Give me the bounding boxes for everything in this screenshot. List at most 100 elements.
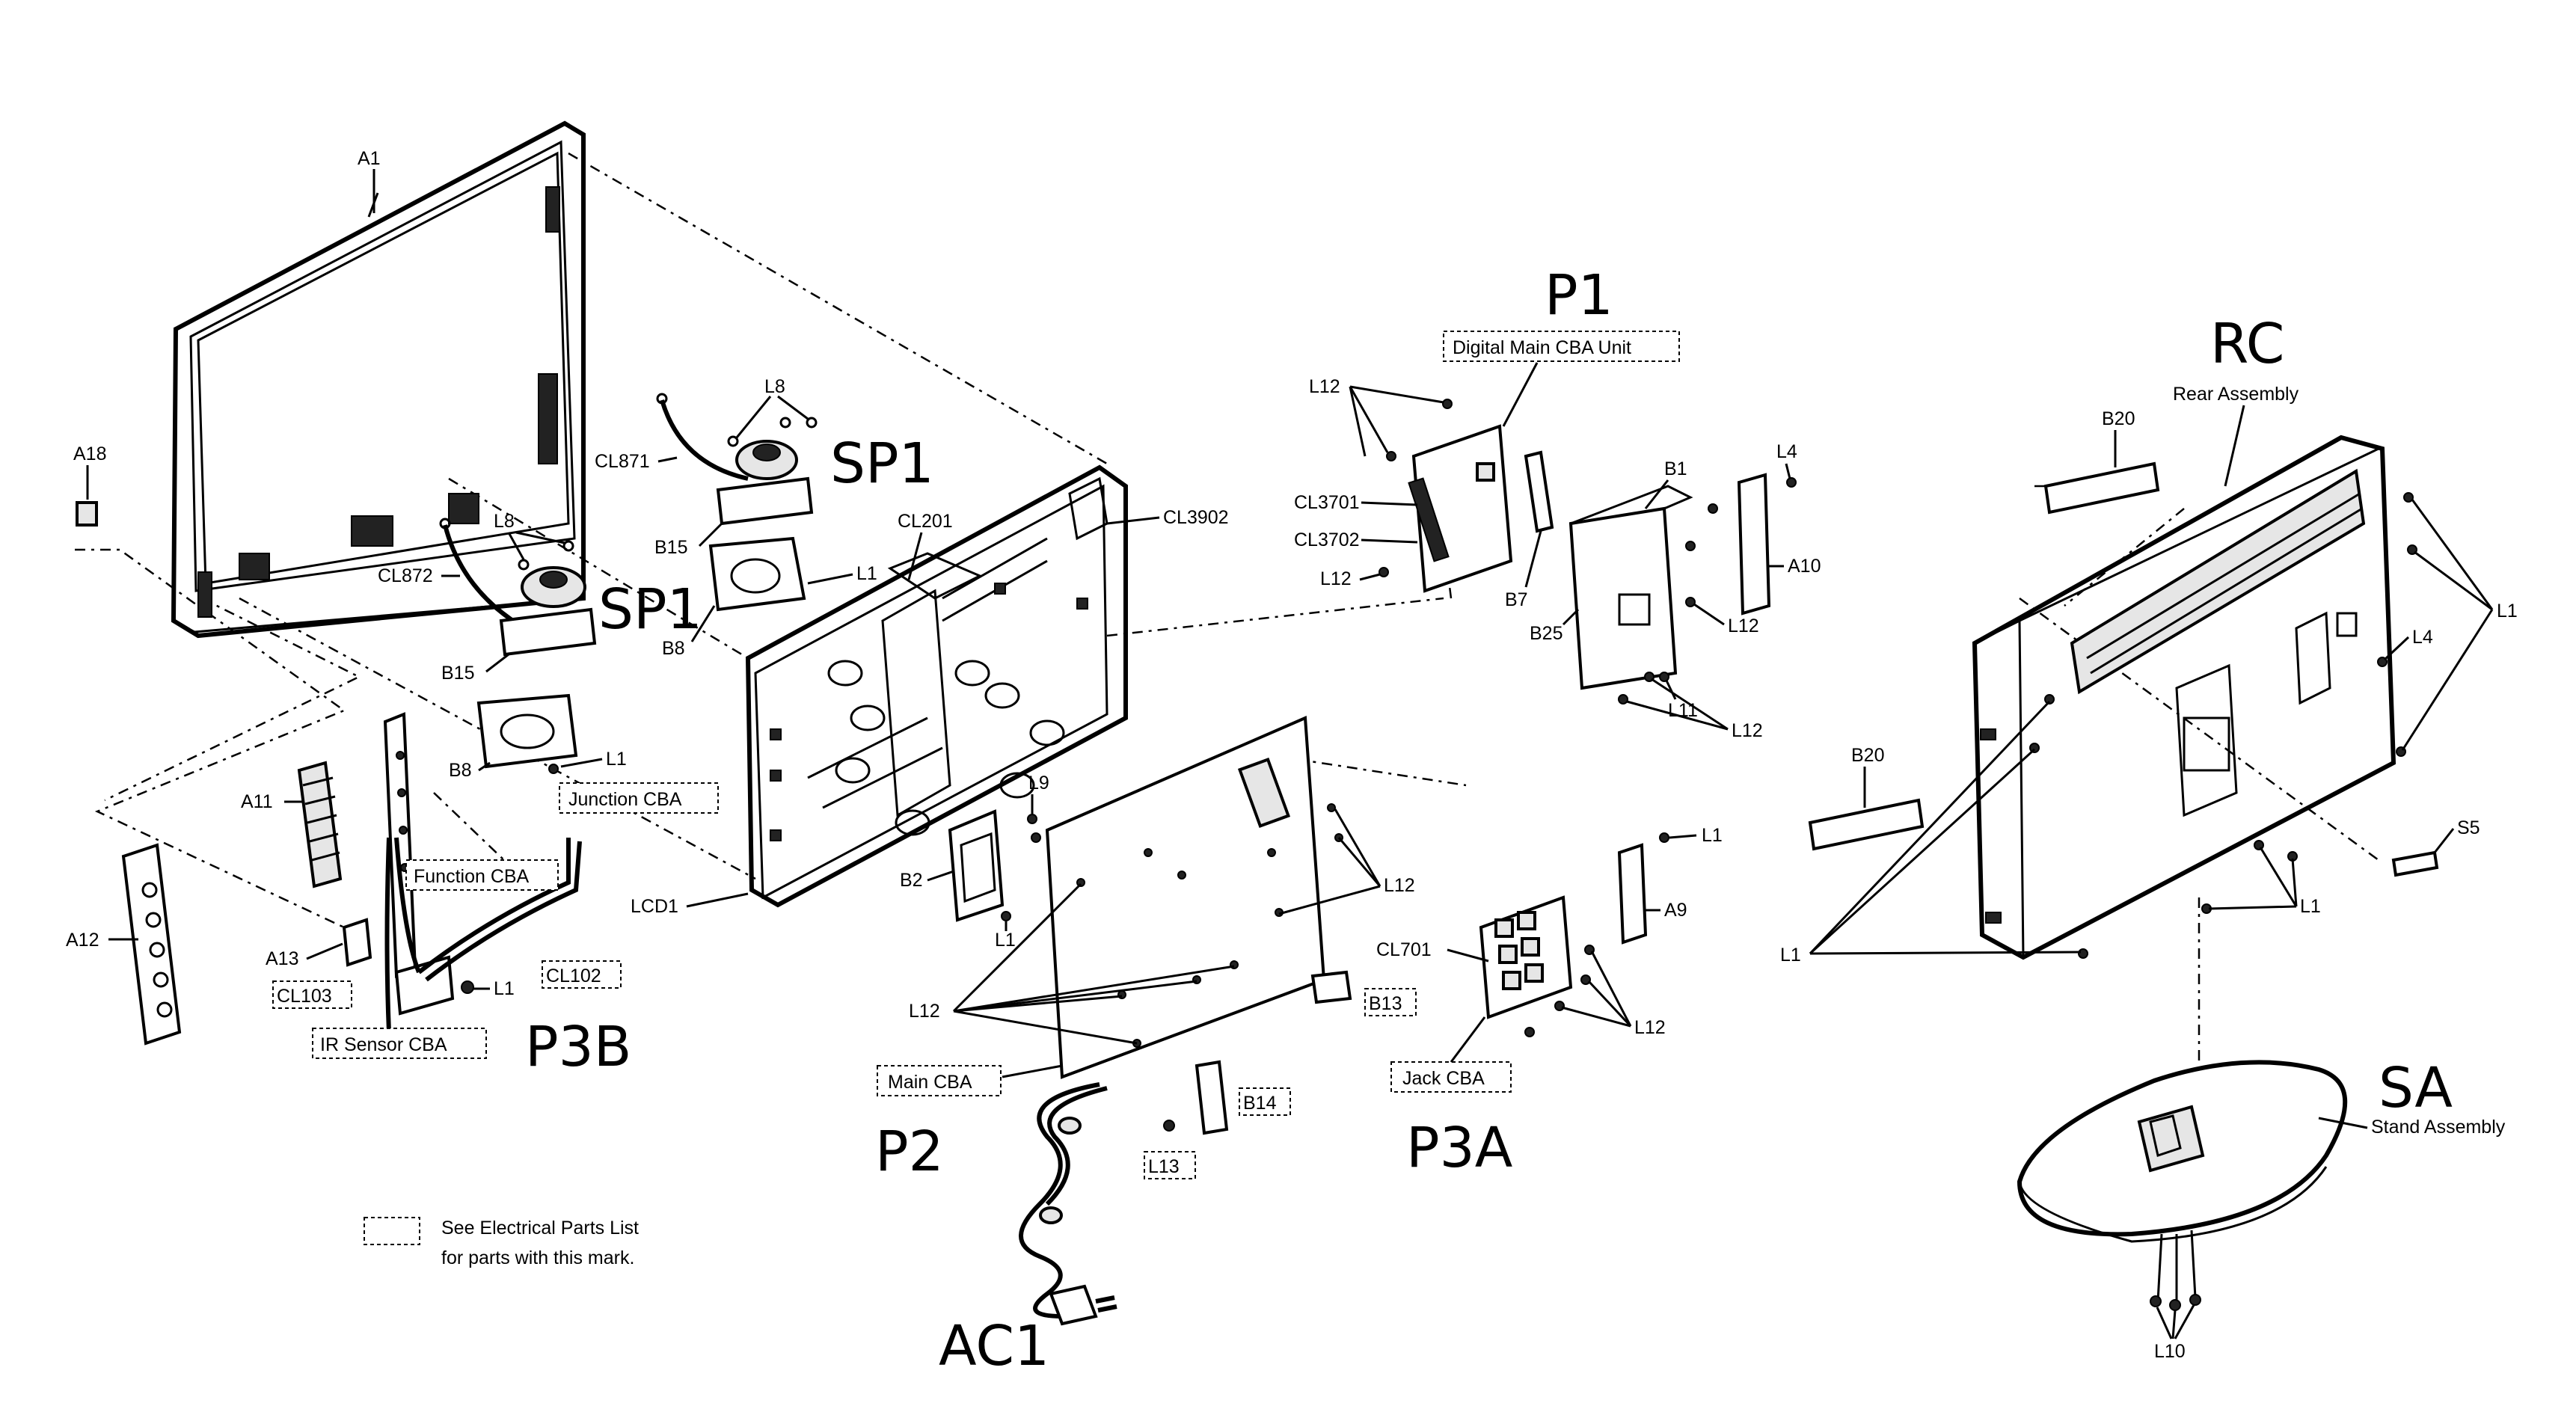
rear-assembly <box>1972 435 2417 960</box>
lcd-panel-lcd1 <box>745 464 1128 908</box>
label-cl871: CL871 <box>595 451 650 472</box>
handwritten-p3b: P3B <box>525 1015 631 1079</box>
label-lcd1: LCD1 <box>631 896 678 917</box>
main-cba-board <box>1045 716 1343 1079</box>
label-a13: A13 <box>266 948 298 969</box>
label-b8-bottom: B8 <box>449 760 472 781</box>
label-function-cba: Function CBA <box>414 866 530 887</box>
handwritten-sp1-top: SP1 <box>830 432 934 496</box>
label-cl3701: CL3701 <box>1294 492 1360 513</box>
label-b20-top: B20 <box>2102 408 2135 429</box>
stand-assembly <box>2017 1060 2348 1311</box>
label-l1-rear-right: L1 <box>2497 601 2518 621</box>
label-s5: S5 <box>2457 817 2480 838</box>
label-junction-cba: Junction CBA <box>568 789 682 810</box>
label-b14: B14 <box>1243 1093 1277 1114</box>
label-b20-left: B20 <box>1851 745 1884 766</box>
label-a11: A11 <box>241 791 273 812</box>
label-a18: A18 <box>73 443 106 464</box>
label-l8-top: L8 <box>764 376 785 397</box>
box-jack-cba <box>1390 1061 1512 1093</box>
label-l4-rear: L4 <box>2412 627 2433 648</box>
function-cba-assembly <box>121 712 582 1046</box>
label-jack-cba: Jack CBA <box>1402 1068 1485 1089</box>
box-cl103 <box>272 980 352 1009</box>
label-b8-top: B8 <box>662 638 685 659</box>
label-main-cba: Main CBA <box>888 1072 972 1093</box>
label-l1-rear-bottom: L1 <box>2300 896 2321 917</box>
label-l1-speaker: L1 <box>856 563 877 584</box>
label-cl102: CL102 <box>546 966 601 986</box>
box-b13 <box>1364 988 1417 1016</box>
label-b15-top: B15 <box>654 537 687 558</box>
label-l12-p1-lower: L12 <box>1320 568 1352 589</box>
box-ir-sensor-cba <box>312 1028 487 1059</box>
label-l12-p1: L12 <box>1309 376 1340 397</box>
legend-note-line1: See Electrical Parts List <box>441 1218 639 1238</box>
label-b25: B25 <box>1530 623 1563 644</box>
ac-power-cord <box>1019 1082 1117 1326</box>
box-digital-main-cba <box>1443 331 1680 362</box>
part-b14 <box>1195 1060 1229 1135</box>
label-b1: B1 <box>1664 458 1687 479</box>
speaker-top-sp1 <box>656 393 818 612</box>
box-b14 <box>1239 1087 1291 1116</box>
handwritten-sa: SA <box>2379 1056 2453 1120</box>
label-cl201: CL201 <box>898 511 953 532</box>
handwritten-rc: RC <box>2210 312 2284 376</box>
label-b7: B7 <box>1505 589 1528 610</box>
label-cl701: CL701 <box>1376 939 1432 960</box>
label-l1-b2: L1 <box>995 930 1016 951</box>
handwritten-p2: P2 <box>875 1120 944 1184</box>
label-l9: L9 <box>1028 773 1049 794</box>
label-l12-main-right: L12 <box>1384 875 1415 896</box>
label-cl872: CL872 <box>378 565 433 586</box>
box-l13 <box>1144 1151 1196 1179</box>
label-a10: A10 <box>1788 556 1821 577</box>
speaker-bottom-sp1 <box>439 518 597 769</box>
handwritten-sp1-bottom: SP1 <box>598 577 702 642</box>
digital-main-cba-board <box>1379 399 1797 705</box>
box-junction-cba <box>559 782 719 814</box>
label-cl103: CL103 <box>277 986 332 1007</box>
part-a18 <box>76 501 98 527</box>
handwritten-p3a: P3A <box>1406 1116 1513 1180</box>
label-l1-below-sp: L1 <box>606 749 627 770</box>
label-b15-bottom: B15 <box>441 663 474 684</box>
legend-note-line2: for parts with this mark. <box>441 1247 634 1268</box>
label-l1-rear-left: L1 <box>1780 945 1801 966</box>
part-b20-left <box>1808 798 1925 851</box>
label-b2: B2 <box>900 870 923 891</box>
handwritten-ac1: AC1 <box>939 1314 1049 1378</box>
legend-dotted-box <box>364 1217 420 1245</box>
label-l12-jack: L12 <box>1634 1017 1666 1038</box>
label-l12-b1: L12 <box>1728 616 1759 636</box>
part-b13 <box>1310 970 1352 1004</box>
label-digital-main-cba: Digital Main CBA Unit <box>1453 337 1631 358</box>
handwritten-p1: P1 <box>1545 263 1613 328</box>
label-l10: L10 <box>2154 1341 2186 1362</box>
front-cabinet-a1 <box>171 120 586 639</box>
label-b13: B13 <box>1369 993 1402 1014</box>
box-cl102 <box>542 960 622 989</box>
bracket-b2 <box>948 809 1041 922</box>
label-l1-p3b: L1 <box>494 978 515 999</box>
label-l4-p1: L4 <box>1776 441 1797 462</box>
label-ir-sensor-cba: IR Sensor CBA <box>320 1034 447 1055</box>
jack-cba-board <box>1479 832 1669 1037</box>
label-cl3702: CL3702 <box>1294 530 1360 550</box>
label-a12: A12 <box>66 930 99 951</box>
part-s5 <box>2391 850 2439 877</box>
label-l12-b1-lower: L12 <box>1732 720 1763 741</box>
label-l1-jack: L1 <box>1702 825 1723 846</box>
box-main-cba <box>877 1065 1002 1096</box>
label-cl3902: CL3902 <box>1163 507 1229 528</box>
label-a1: A1 <box>358 148 381 169</box>
box-function-cba <box>405 859 559 891</box>
label-rear-assembly: Rear Assembly <box>2173 384 2299 405</box>
label-a9: A9 <box>1664 900 1687 921</box>
label-stand-assembly: Stand Assembly <box>2371 1117 2506 1138</box>
label-l12-main-left: L12 <box>909 1001 940 1022</box>
